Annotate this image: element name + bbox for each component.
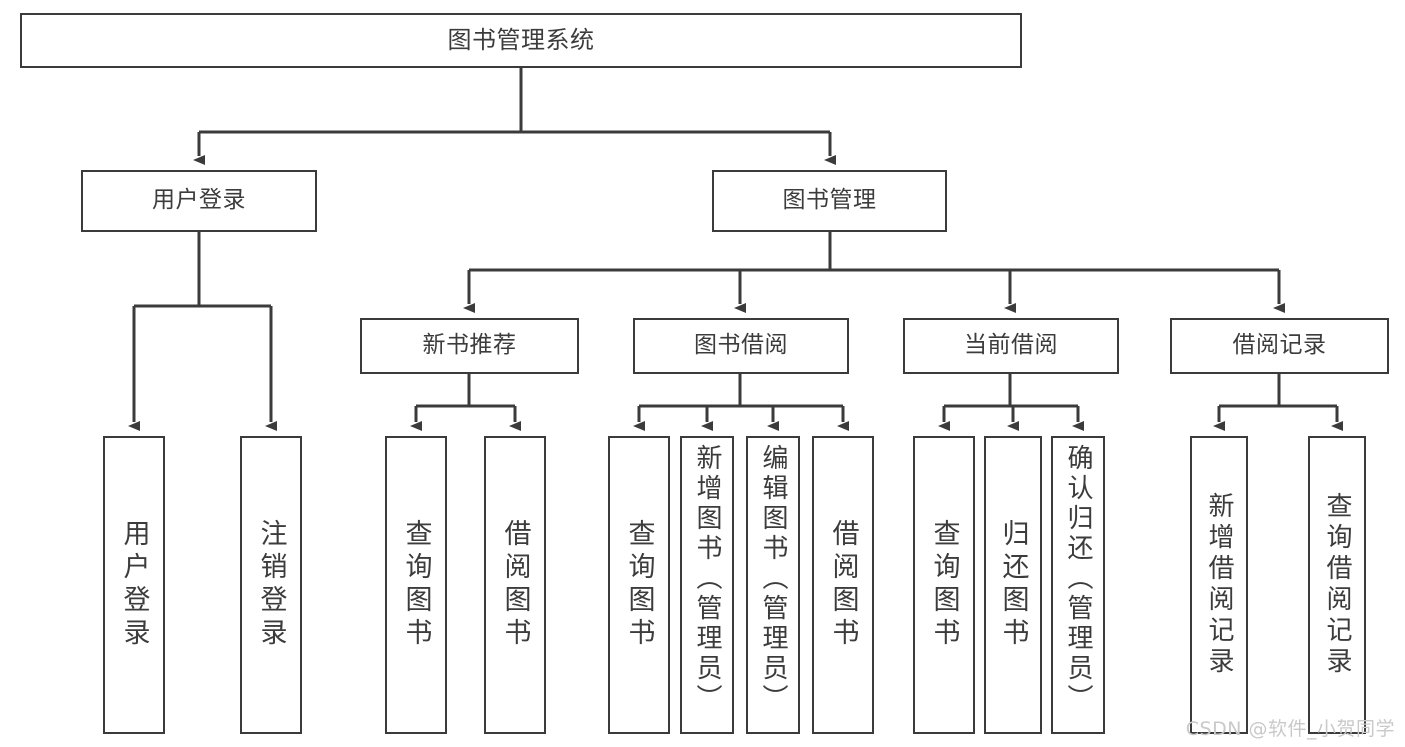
node-user-login[interactable]: 用户登录 xyxy=(81,170,317,232)
node-label: 注销登录 xyxy=(255,519,287,651)
node-label: 图书管理系统 xyxy=(447,26,595,55)
leaf-leaf-query-book-1[interactable]: 查询图书 xyxy=(385,436,447,734)
node-label: 确认归还（管理员） xyxy=(1063,444,1093,714)
node-current-borrow[interactable]: 当前借阅 xyxy=(903,318,1119,374)
node-label: 借阅图书 xyxy=(827,519,859,651)
node-label: 新增借阅记录 xyxy=(1204,492,1234,678)
node-borrow-record[interactable]: 借阅记录 xyxy=(1170,318,1389,374)
node-label: 借阅图书 xyxy=(499,519,531,651)
leaf-leaf-edit-book[interactable]: 编辑图书（管理员） xyxy=(746,436,800,734)
node-label: 用户登录 xyxy=(118,519,150,651)
node-book-borrow[interactable]: 图书借阅 xyxy=(633,318,849,374)
node-label: 查询借阅记录 xyxy=(1322,492,1352,678)
leaf-leaf-add-book[interactable]: 新增图书（管理员） xyxy=(680,436,734,734)
node-label: 图书管理 xyxy=(782,187,877,214)
leaf-leaf-query-book-3[interactable]: 查询图书 xyxy=(913,436,975,734)
node-label: 借阅记录 xyxy=(1232,332,1327,359)
node-label: 当前借阅 xyxy=(964,332,1058,359)
node-label: 归还图书 xyxy=(997,519,1029,651)
node-label: 新增图书（管理员） xyxy=(692,444,722,714)
node-label: 查询图书 xyxy=(928,519,960,651)
leaf-leaf-query-record[interactable]: 查询借阅记录 xyxy=(1308,436,1366,734)
leaf-leaf-logout[interactable]: 注销登录 xyxy=(240,436,302,734)
node-book-manage[interactable]: 图书管理 xyxy=(712,170,947,232)
node-label: 图书借阅 xyxy=(694,332,788,359)
node-label: 新书推荐 xyxy=(422,332,517,359)
node-new-book-recommend[interactable]: 新书推荐 xyxy=(360,318,579,374)
leaf-leaf-confirm-return[interactable]: 确认归还（管理员） xyxy=(1051,436,1105,734)
csdn-watermark: CSDN @软件_小贺同学 xyxy=(1185,718,1395,740)
leaf-leaf-borrow-book-1[interactable]: 借阅图书 xyxy=(484,436,546,734)
node-label: 编辑图书（管理员） xyxy=(758,444,788,714)
node-label: 查询图书 xyxy=(400,519,432,651)
leaf-leaf-query-book-2[interactable]: 查询图书 xyxy=(608,436,670,734)
leaf-leaf-return-book[interactable]: 归还图书 xyxy=(984,436,1042,734)
leaf-leaf-user-login[interactable]: 用户登录 xyxy=(103,436,165,734)
node-label: 用户登录 xyxy=(152,187,246,214)
leaf-leaf-borrow-book-2[interactable]: 借阅图书 xyxy=(812,436,874,734)
node-root[interactable]: 图书管理系统 xyxy=(20,13,1022,68)
leaf-leaf-add-record[interactable]: 新增借阅记录 xyxy=(1190,436,1248,734)
node-label: 查询图书 xyxy=(623,519,655,651)
